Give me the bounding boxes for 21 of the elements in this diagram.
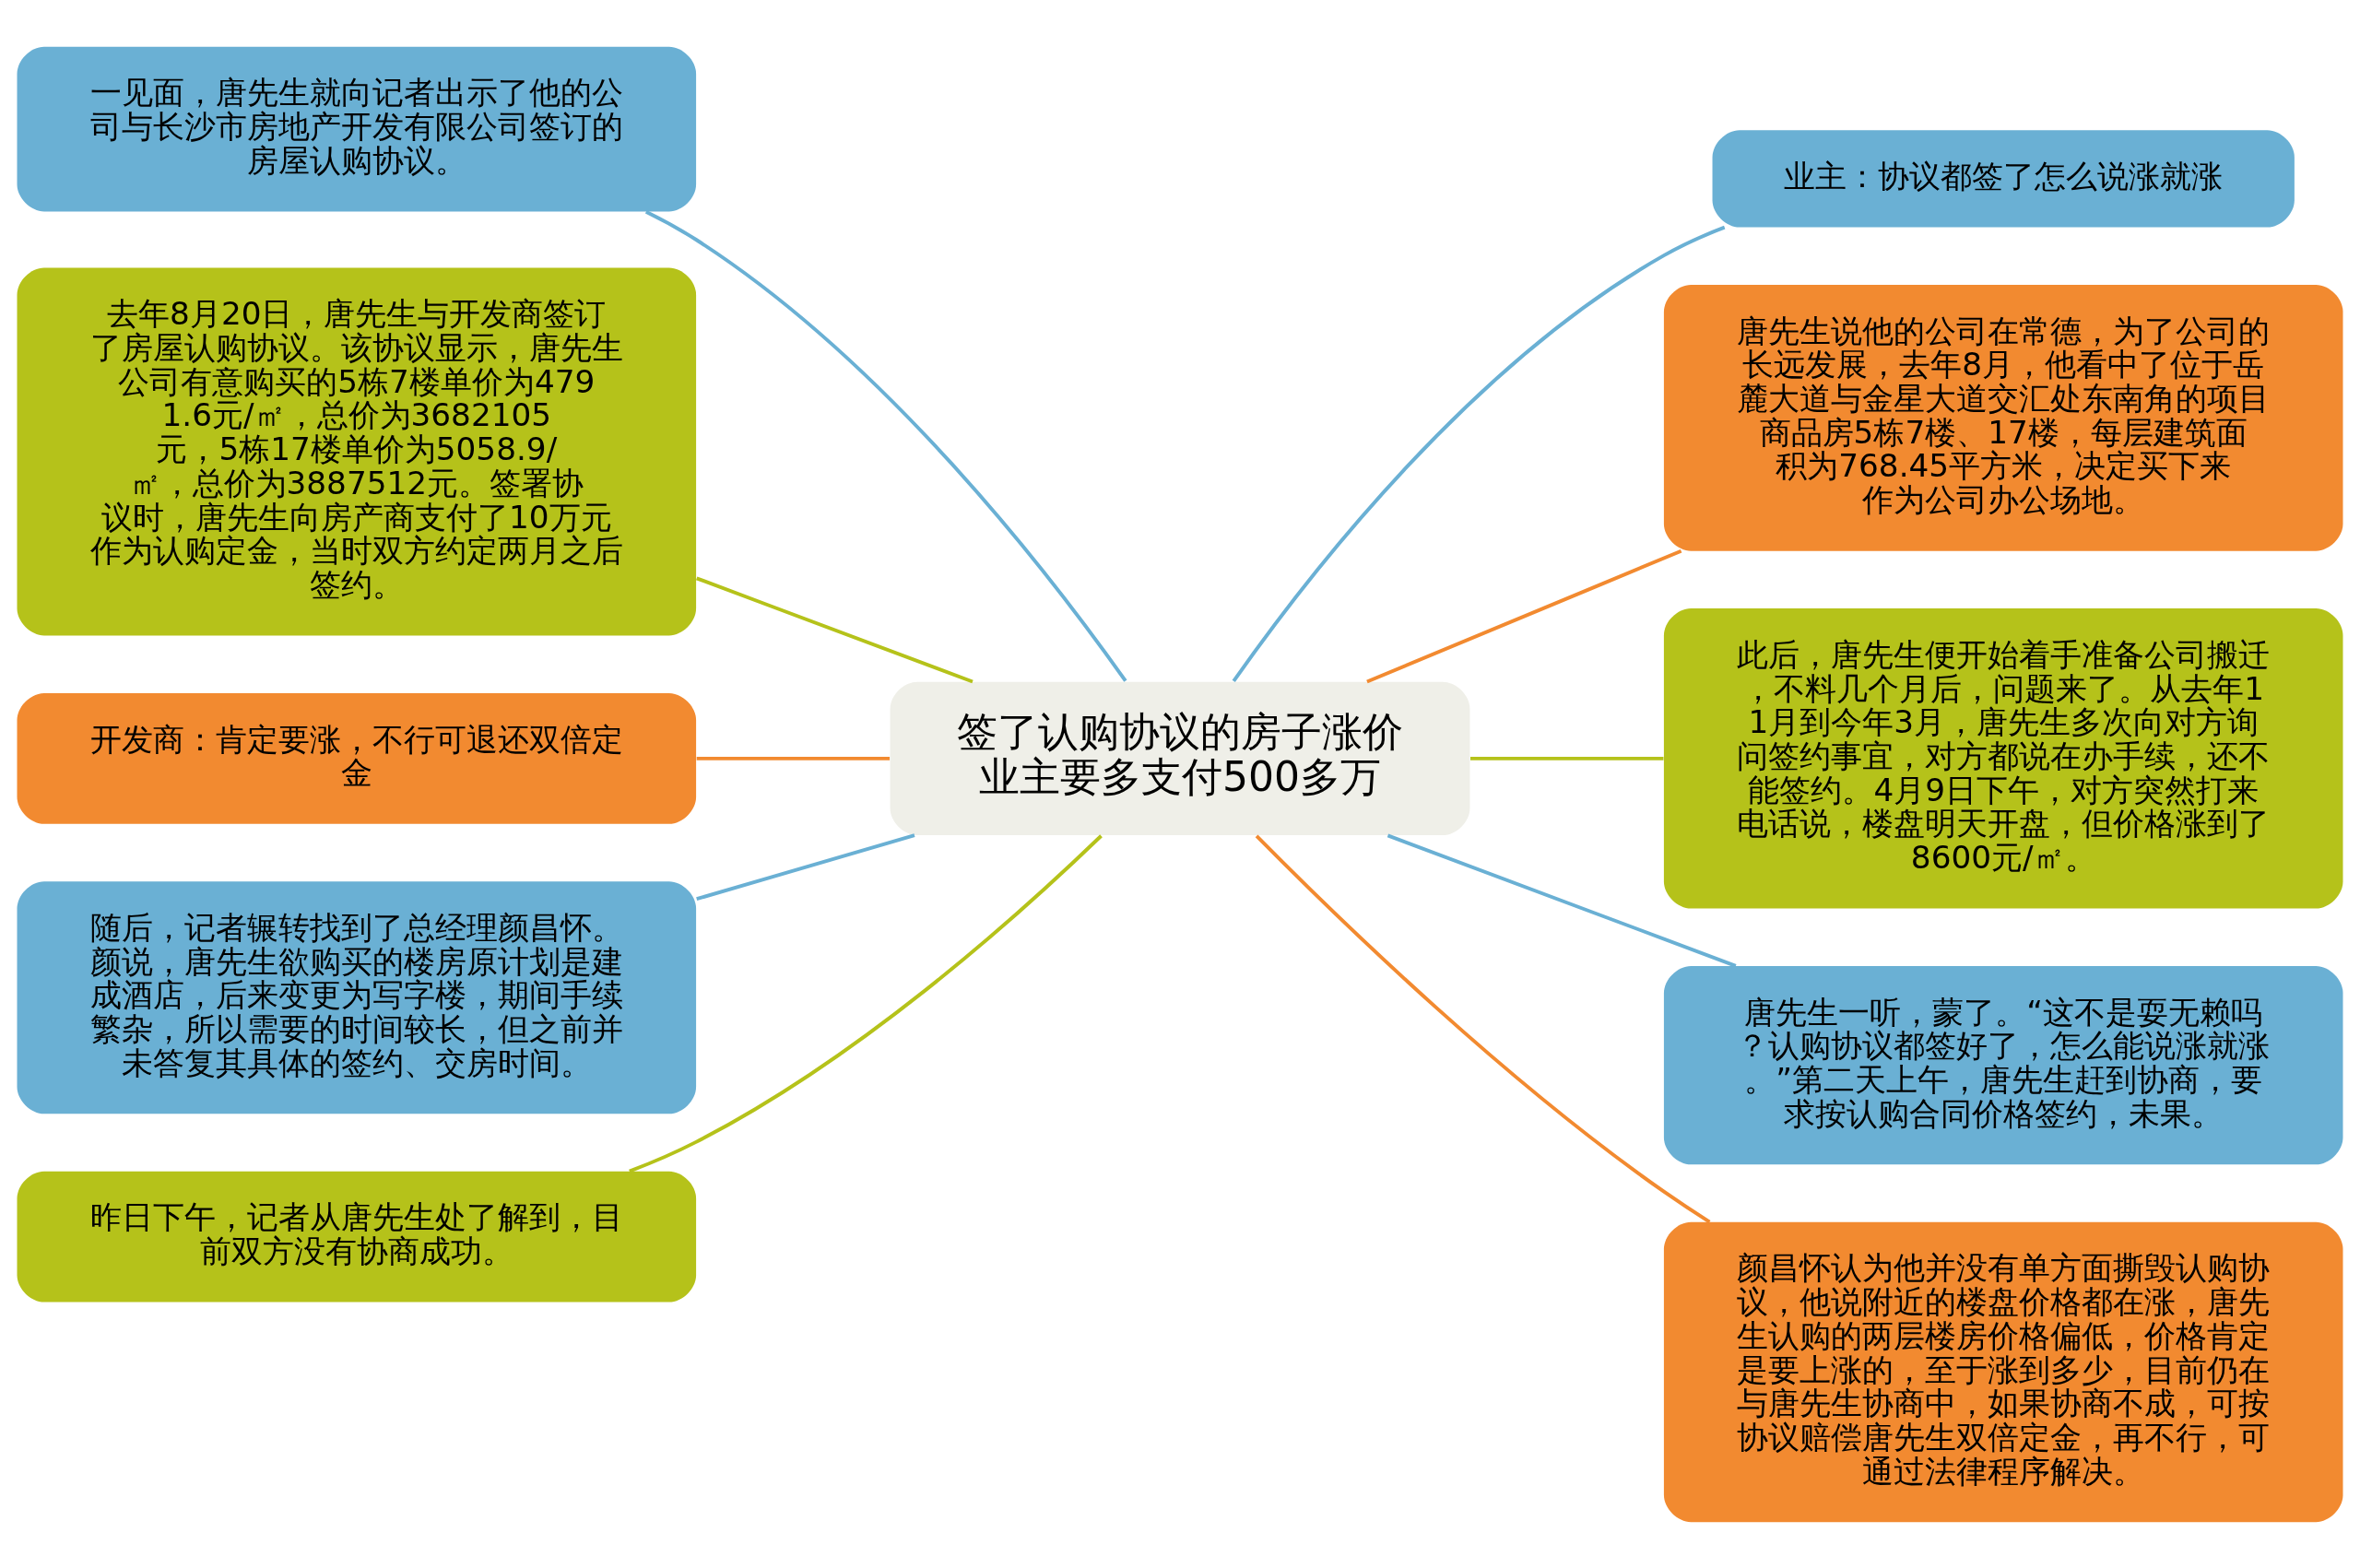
node-box: 唐先生一听，蒙了。“这不是耍无赖吗？认购协议都签好了，怎么能说涨就涨。”第二天上午，唐先生赶到协商，要求按认购合同价格签约，未果。	[1663, 965, 2343, 1164]
node-box: 开发商：肯定要涨，不行可退还双倍定金	[17, 692, 697, 824]
node-box: 去年8月20日，唐先生与开发商签订了房屋认购协议。该协议显示，唐先生公司有意购买的5栋7楼单价为4791.6元/㎡，总价为3682105元，5栋17楼单价为5058.9/㎡，总价为3887512元。签署协议时，唐先生向房产商支付了10万元作为认购定金，当时双方约定两月之后签约。	[17, 267, 697, 635]
node-box: 颜昌怀认为他并没有单方面撕毁认购协议，他说附近的楼盘价格都在涨，唐先生认购的两层楼房价格偏低，价格肯定是要上涨的，至于涨到多少，目前仍在与唐先生协商中，如果协商不成，可按协议赔偿唐先生双倍定金，再不行，可通过法律程序解决。	[1663, 1221, 2343, 1522]
connector	[1255, 833, 1711, 1223]
connector	[696, 576, 974, 683]
connector	[1232, 225, 1726, 682]
node-box: 昨日下午，记者从唐先生处了解到，目前双方没有协商成功。	[17, 1171, 697, 1303]
node-box: 一见面，唐先生就向记者出示了他的公司与长沙市房地产开发有限公司签订的房屋认购协议。	[17, 46, 697, 211]
connector	[696, 756, 891, 760]
node-box: 签了认购协议的房子涨价业主要多支付500多万	[890, 681, 1470, 835]
connector	[629, 833, 1103, 1173]
connector	[1470, 756, 1664, 760]
node-box: 此后，唐先生便开始着手准备公司搬迁，不料几个月后，问题来了。从去年11月到今年3月，唐先生多次向对方询问签约事宜，对方都说在办手续，还不能签约。4月9日下午，对方突然打来电话说，楼盘明天开盘，但价格涨到了8600元/㎡。	[1663, 607, 2343, 909]
node-box: 业主：协议都签了怎么说涨就涨	[1712, 129, 2295, 228]
connector	[644, 209, 1127, 682]
connector	[1366, 548, 1682, 683]
node-box: 唐先生说他的公司在常德，为了公司的长远发展，去年8月，他看中了位于岳麓大道与金星大道交汇处东南角的项目商品房5栋7楼、17楼，每层建筑面积为768.45平方米，决定买下来作为公司办公场地。	[1663, 284, 2343, 551]
node-box: 随后，记者辗转找到了总经理颜昌怀。颜说，唐先生欲购买的楼房原计划是建成酒店，后来变更为写字楼，期间手续繁杂，所以需要的时间较长，但之前并未答复其具体的签约、交房时间。	[17, 880, 697, 1114]
connector	[1386, 833, 1737, 968]
connector	[696, 832, 915, 901]
